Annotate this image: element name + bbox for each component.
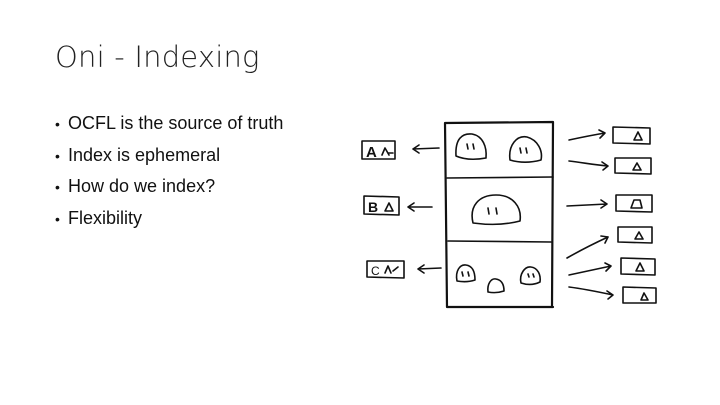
object-blob-icon bbox=[471, 194, 522, 226]
object-blob-icon bbox=[487, 278, 505, 294]
output-box-5 bbox=[568, 257, 656, 276]
bullet-dot-icon: • bbox=[55, 116, 60, 132]
output-box-1 bbox=[568, 126, 651, 145]
bullet-text: Index is ephemeral bbox=[68, 144, 221, 165]
bullet-list: • OCFL is the source of truth • Index is e… bbox=[55, 108, 283, 234]
bullet-text: Flexibility bbox=[68, 207, 143, 228]
index-box-c: C bbox=[366, 260, 442, 279]
bullet-dot-icon: • bbox=[55, 147, 60, 164]
svg-text:A: A bbox=[366, 144, 377, 161]
bullet-dot-icon: • bbox=[55, 210, 60, 227]
bullet-text: OCFL is the source of truth bbox=[68, 113, 284, 133]
ocfl-repository-box bbox=[443, 120, 555, 309]
bullet-item: • OCFL is the source of truth bbox=[55, 108, 283, 140]
index-box-a: A bbox=[361, 140, 440, 161]
svg-text:B: B bbox=[368, 199, 378, 215]
slide-title: Oni - Indexing bbox=[55, 40, 260, 74]
svg-text:C: C bbox=[371, 264, 380, 278]
output-box-2 bbox=[568, 157, 652, 175]
output-box-6 bbox=[568, 286, 657, 304]
indexing-sketch-diagram: A B C bbox=[361, 120, 657, 309]
bullet-item: • Index is ephemeral bbox=[55, 140, 283, 172]
bullet-dot-icon: • bbox=[55, 179, 60, 195]
object-blob-icon bbox=[519, 266, 541, 286]
object-blob-icon bbox=[455, 133, 487, 161]
output-box-4 bbox=[566, 226, 653, 259]
index-box-b: B bbox=[363, 195, 433, 216]
bullet-item: • How do we index? bbox=[55, 171, 283, 203]
bullet-text: How do we index? bbox=[68, 176, 216, 196]
bullet-item: • Flexibility bbox=[55, 203, 283, 235]
object-blob-icon bbox=[455, 264, 476, 283]
output-box-3 bbox=[566, 194, 653, 213]
object-blob-icon bbox=[508, 135, 543, 164]
